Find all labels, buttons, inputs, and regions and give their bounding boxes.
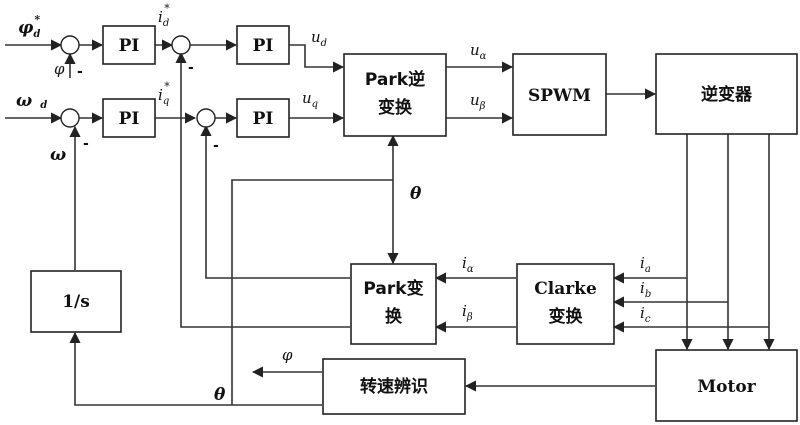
integrator-block: 1/s [30,270,122,333]
label-ic: ic [640,304,651,325]
spwm-label: SPWM [528,86,591,106]
clarke-line1: Clarke [534,279,597,299]
pi-id-block: PI [236,25,290,65]
sum-id [171,35,191,55]
label-ibeta: iβ [462,302,473,323]
signal-wires [5,39,775,406]
integrator-label: 1/s [62,292,90,312]
summing-junctions [60,35,216,128]
motor-label: Motor [697,377,756,397]
wire-theta-left [231,179,393,405]
park-inverse-line1: Park逆 [365,69,425,90]
sum-iq [196,108,216,128]
label-minus-speed: - [83,136,89,152]
motor-block: Motor [655,349,798,422]
label-minus-iq: - [213,138,219,154]
pi-speed-block: PI [102,98,156,138]
pi-flux-label: PI [119,36,140,56]
park-block: Park变 换 [350,263,437,345]
label-ud: ud [311,28,327,49]
pi-speed-label: PI [119,109,140,129]
clarke-line2: 变换 [549,306,584,327]
park-inverse-block: Park逆 变换 [343,53,447,137]
label-uq: uq [302,89,318,110]
label-theta-bottom: θ [214,385,226,405]
label-ubeta: uβ [470,91,486,112]
park-line2: 换 [385,306,403,327]
label-id-ref: id* [158,2,170,29]
label-ib: ib [640,279,651,300]
label-minus-flux: - [77,64,83,80]
label-phi-fb: φ [54,60,65,78]
label-phi-ref: φd* [18,13,40,40]
park-line1: Park变 [363,278,423,299]
label-ualpha: uα [470,41,487,62]
inverter-label: 逆变器 [701,84,753,105]
spwm-block: SPWM [512,53,607,136]
label-phi-ident: φ [282,346,293,364]
clarke-block: Clarke 变换 [516,263,615,345]
wire-iq-fb [200,124,350,279]
wire-id-fb [175,51,350,328]
speed-ident-block: 转速辨识 [322,358,466,415]
park-inverse-line2: 变换 [378,97,413,118]
speed-ident-label: 转速辨识 [360,376,428,397]
sum-speed [60,108,80,128]
label-theta-top: θ [410,184,422,204]
label-minus-id: - [188,60,194,76]
label-iq-ref: iq* [158,80,170,107]
sum-flux [60,35,80,55]
inverter-block: 逆变器 [655,53,798,135]
pi-iq-label: PI [253,109,274,129]
wire-ud [289,44,345,73]
label-omega-fb: ω [50,145,66,165]
pi-iq-block: PI [236,98,290,138]
pi-id-label: PI [253,36,274,56]
wire-ident-int [69,331,322,406]
pi-flux-block: PI [102,25,156,65]
label-ialpha: iα [462,254,474,275]
label-ia: ia [640,254,651,275]
